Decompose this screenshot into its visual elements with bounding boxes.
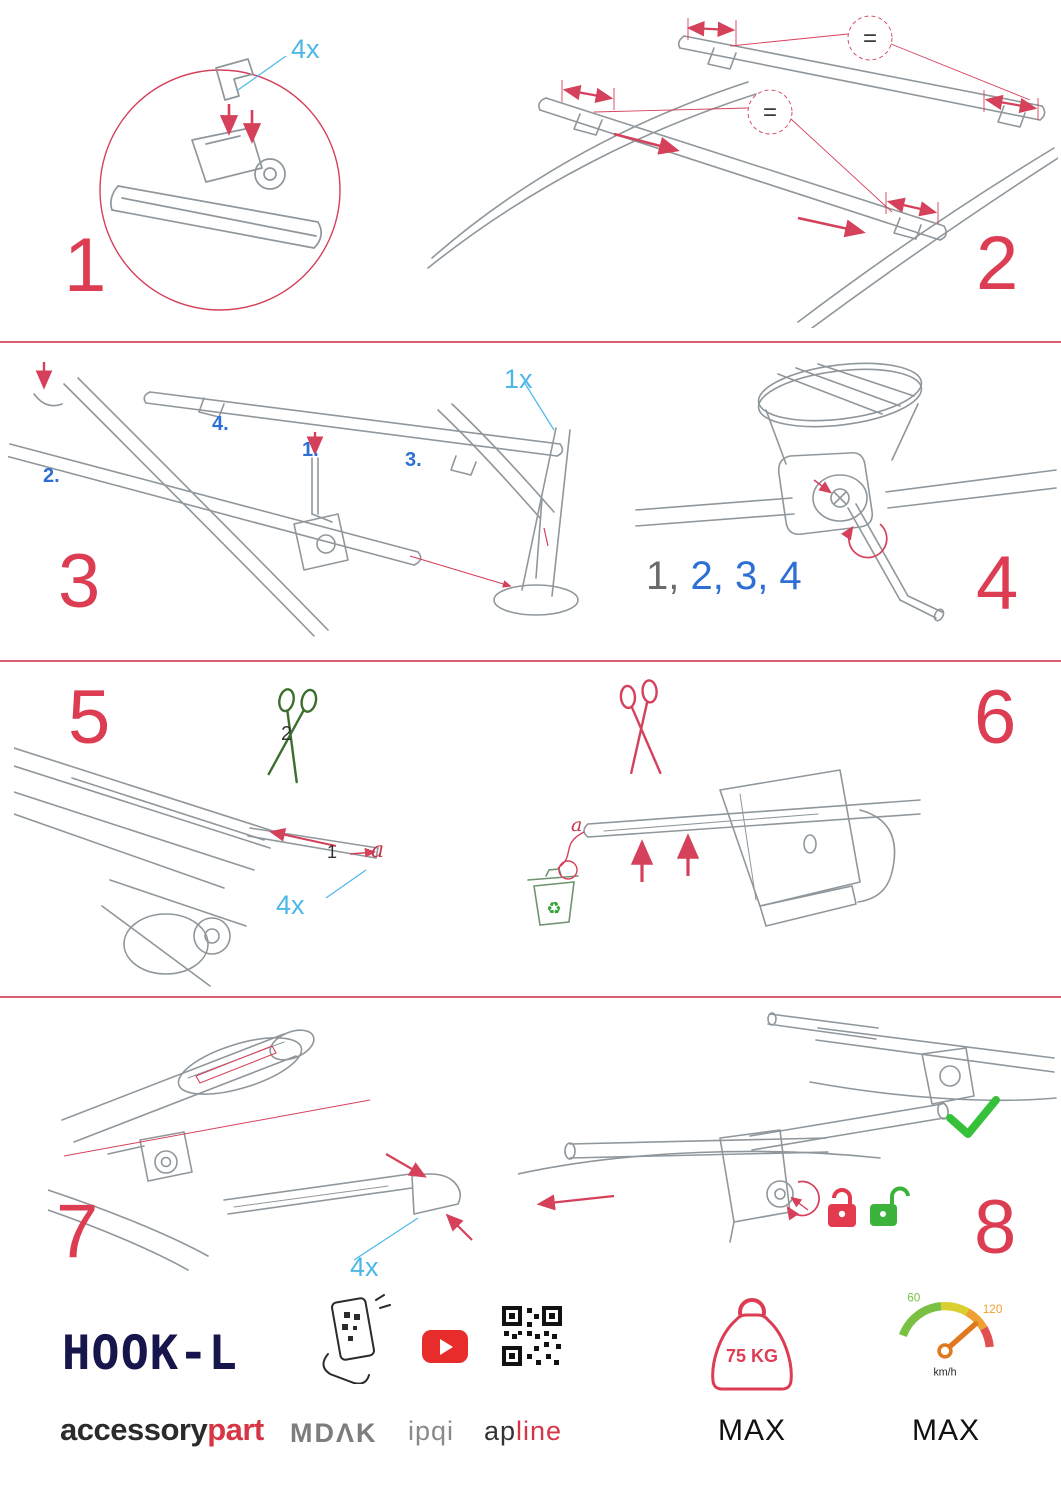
equal-sign-top: = [863,25,877,52]
step-3-number: 3 [58,539,100,624]
padlock-open-icon [870,1186,910,1226]
step-6-label-a: a [571,814,583,836]
apline-suffix: line [516,1416,563,1446]
step-5-label-a: a [371,838,385,863]
speed-max-label: MAX [912,1414,981,1447]
weight-max-label: MAX [718,1414,787,1447]
step-5-qty: 4x [276,890,305,920]
padlock-closed-icon [828,1188,856,1227]
sequence-done: 1, [646,554,680,598]
step-3-label-4: 4. [212,413,229,435]
step-7-arrows [63,1099,473,1241]
speed-low-label: 60 [907,1291,921,1304]
section-divider-1 [0,341,1061,343]
bracket-drawing [110,58,323,249]
step-3-label-3: 3. [405,449,422,471]
section-divider-2 [0,660,1061,662]
scissors-icon [267,688,318,784]
step-7-qty: 4x [350,1252,379,1282]
step-3-label-2: 2. [43,465,60,487]
phone-qr-icon [322,1294,391,1384]
step-2-number: 2 [976,221,1018,306]
step-1-illustration [99,55,341,311]
step-5-number: 5 [68,675,110,760]
step-5-illustration [14,688,379,987]
step-4-number: 4 [976,541,1018,626]
zoom-circle [99,69,341,311]
logo-mdak: MDΛK [290,1418,378,1448]
strip-outline [195,1045,277,1084]
speed-high-label: 120 [983,1303,1003,1316]
assembly-drawing [8,377,579,637]
rails-and-crossbars [427,35,1058,328]
measure-arrows [562,20,1038,238]
weight-icon: 75 KG [711,1298,793,1391]
discard-arrows [557,831,700,882]
rotate-arrows [813,479,888,559]
step-3-qty: 1x [504,364,533,394]
speedometer-icon: 60 120 km/h [898,1291,1003,1379]
step-4-sequence: 1, 2, 3, 4 [646,556,802,596]
allen-key [311,513,333,523]
step-3-label-1: 1. [302,439,319,461]
step-7-illustration [48,1029,473,1271]
apline-prefix: ap [484,1416,517,1446]
weight-value: 75 KG [726,1346,778,1366]
scissors-icon-red [619,679,662,775]
play-icon [440,1338,453,1355]
qty-leader-line [523,381,555,431]
section-divider-3 [0,996,1061,998]
endcap-drawing [48,1029,462,1271]
brand-logo: accessorypart [60,1414,264,1445]
logo-ipqi: ipqi [408,1416,455,1446]
measure-guides [561,15,1039,224]
qty-leader-line [353,1217,419,1261]
step-6-illustration: ♻ [527,679,921,927]
sequence-todo: 2, 3, 4 [679,554,802,598]
qty-leader-line [325,869,367,899]
step-1-number: 1 [64,223,106,308]
equal-sign-mid: = [763,99,777,126]
step-4-illustration [635,362,1057,622]
youtube-icon [422,1330,468,1363]
recycle-icon: ♻ [546,899,561,918]
brand-suffix: part [207,1412,264,1447]
brand-prefix: accessory [60,1412,208,1447]
bar-bracket-drawing [583,769,921,927]
product-name: HOOK-L [62,1326,238,1381]
checkmark-icon [946,1096,1000,1138]
step-5-label-2: 2 [281,723,293,745]
equal-markers: = = [763,25,877,126]
trash-icon [527,868,579,926]
step-3-arrows [35,362,549,588]
rail-channel-drawing [14,747,379,987]
allen-key [847,507,901,601]
step-3-illustration [8,362,579,637]
qty-leader-line [237,55,287,91]
step-1-qty: 4x [291,34,320,64]
step-5-label-1: 1 [327,842,338,862]
strip-arrows [269,827,377,858]
step-7-number: 7 [56,1189,98,1274]
step-8-number: 8 [974,1185,1016,1270]
step-8-illustration [518,1012,1057,1243]
step-8-arrows [536,1180,820,1221]
insert-arrows [219,104,262,144]
qr-code [502,1306,562,1366]
speed-unit-label: km/h [934,1367,957,1379]
logo-apline: apline [484,1418,562,1445]
step-2-illustration: = = [427,15,1058,328]
step-6-number: 6 [974,675,1016,760]
